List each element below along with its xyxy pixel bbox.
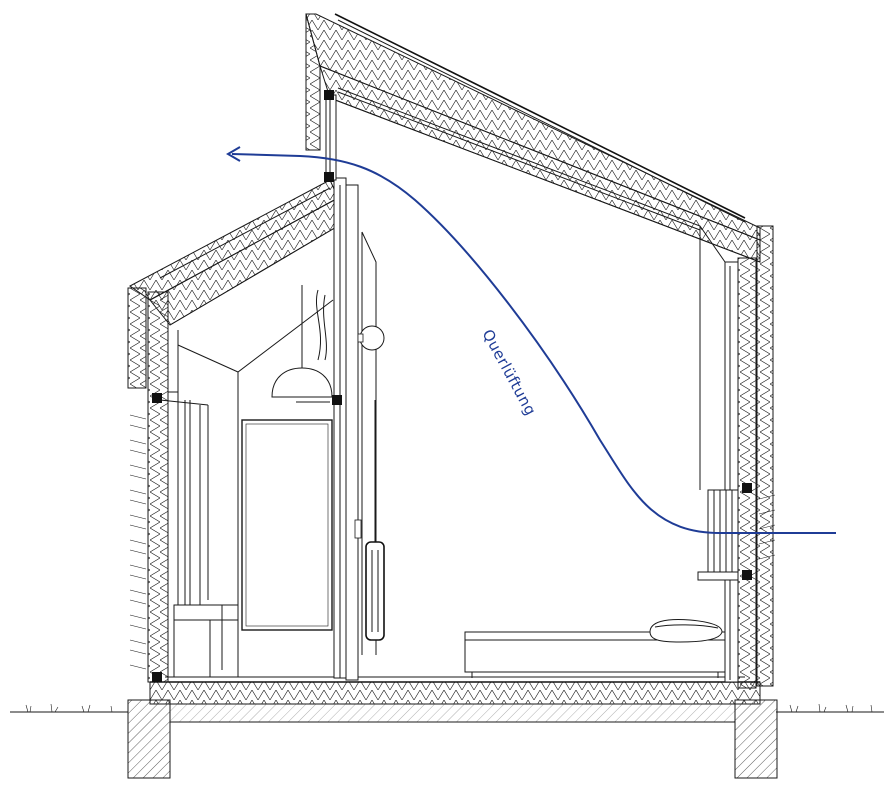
radiator-icon (365, 400, 385, 641)
doorway (241, 419, 333, 631)
grass-icon (25, 703, 873, 713)
right-louvres (758, 494, 776, 560)
airflow-label: Querlüftung (478, 326, 539, 418)
central-partition (152, 90, 377, 682)
bed-icon (464, 619, 726, 678)
arrow-left-icon (226, 146, 241, 162)
foundation-left (127, 699, 171, 779)
wall-lamp-icon (357, 325, 385, 351)
shelf-unit (173, 604, 239, 678)
pendant-lamp-icon (271, 285, 333, 403)
right-exterior-wall (724, 225, 774, 689)
left-louvres (129, 414, 147, 670)
airflow-path (231, 153, 836, 534)
foundation-right (734, 699, 778, 779)
floor-slab (149, 676, 761, 723)
high-monopitch-roof (305, 13, 761, 263)
left-exterior-wall (127, 287, 209, 683)
